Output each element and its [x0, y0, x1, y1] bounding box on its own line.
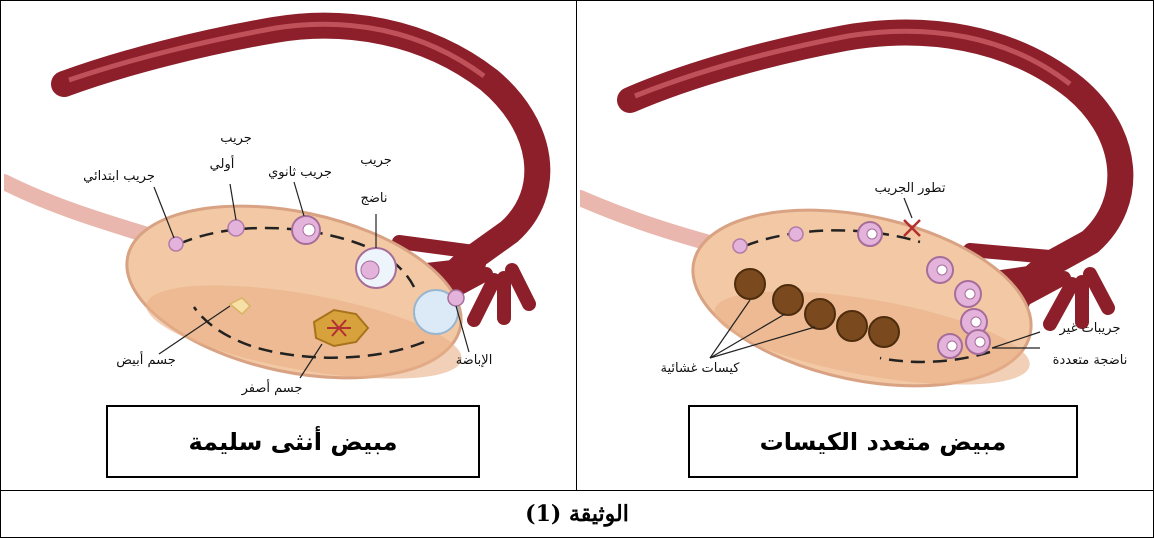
label-corpus-albicans: جسم أبيض [116, 351, 176, 368]
released-ovum [448, 290, 464, 306]
pcos-ovary-title-box: مبيض متعدد الكيسات [688, 405, 1078, 478]
label-follicle-development: تطور الجريب [875, 181, 946, 196]
mature-follicle-oocyte [361, 261, 379, 279]
label-primordial-follicle: جريب ابتدائي [83, 169, 155, 184]
normal-ovary-title-box: مبيض أنثى سليمة [106, 405, 480, 478]
primary-follicle [789, 227, 803, 241]
pcos-ovary-title: مبيض متعدد الكيسات [760, 428, 1007, 456]
label-primary-follicle-line2: أولي [210, 155, 235, 172]
normal-ovary-title: مبيض أنثى سليمة [188, 428, 397, 456]
label-mature-follicle-line2: ناضج [360, 191, 387, 206]
secondary-follicle-oocyte [303, 224, 315, 236]
secondary-follicle-oocyte [867, 229, 877, 239]
label-immature-follicles-line2: ناضجة متعددة [1053, 353, 1128, 368]
label-immature-follicles-line1: جريبات غير [1059, 321, 1121, 336]
label-membranous-cysts: كيسات غشائية [661, 361, 741, 376]
label-corpus-luteum: جسم أصفر [241, 379, 303, 396]
label-ovulation: الإباضة [456, 353, 493, 368]
primary-follicle [228, 220, 244, 236]
document-caption: الوثيقة (1) [0, 490, 1154, 538]
table-middle-divider [576, 0, 577, 490]
label-primary-follicle-line1: جريب [220, 131, 252, 146]
primordial-follicle [733, 239, 747, 253]
label-mature-follicle-line1: جريب [360, 153, 392, 168]
document-caption-text: الوثيقة (1) [525, 501, 629, 527]
label-secondary-follicle: جريب ثانوي [268, 165, 332, 180]
primordial-follicle [169, 237, 183, 251]
